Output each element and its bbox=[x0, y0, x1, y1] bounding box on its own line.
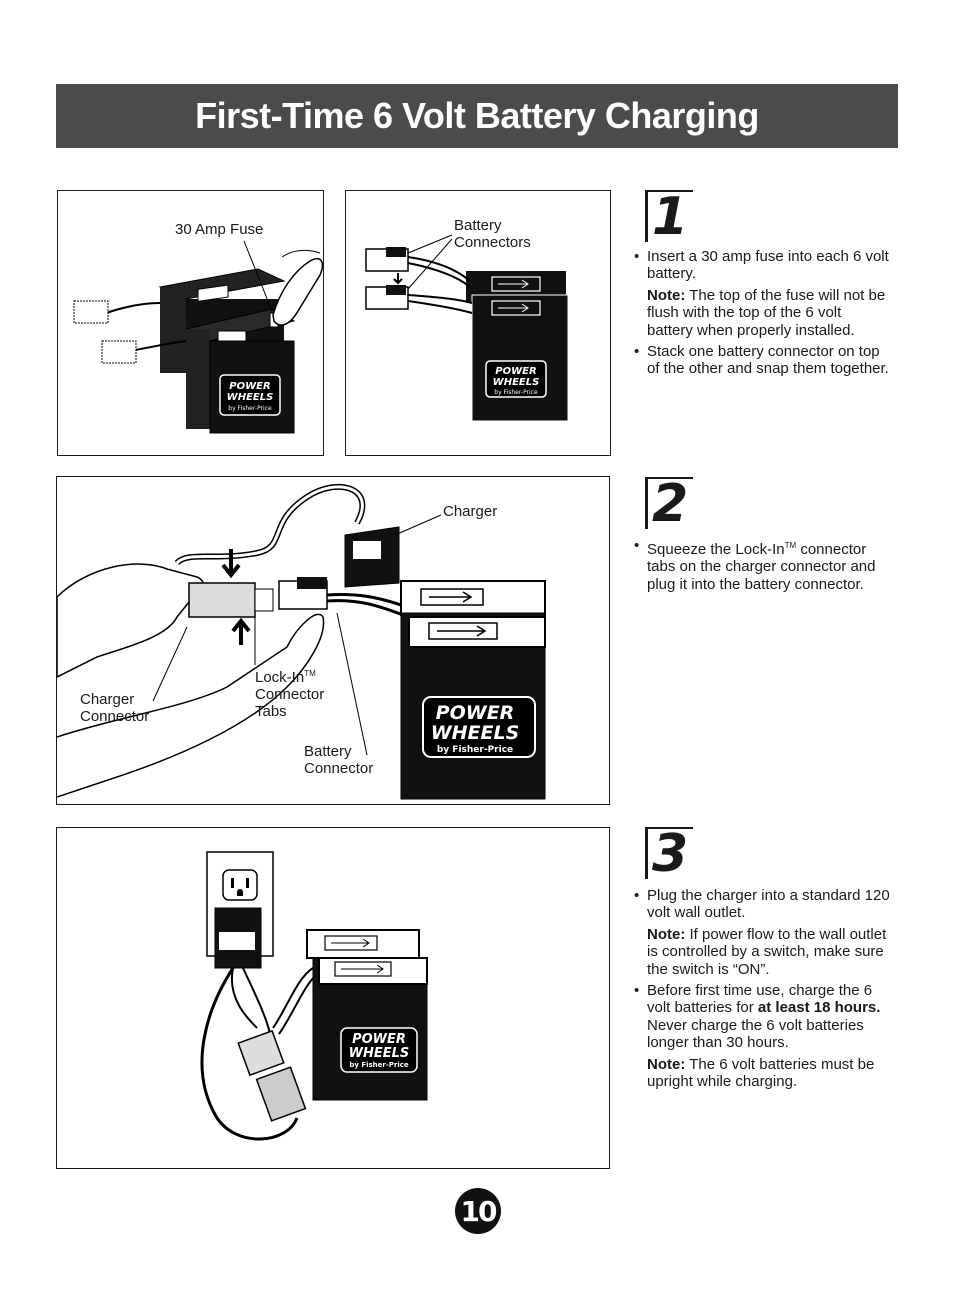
callout-line: Battery bbox=[454, 217, 502, 234]
lockin-tabs-callout: Lock-InTM Connector Tabs bbox=[255, 665, 324, 720]
page-title: First-Time 6 Volt Battery Charging bbox=[195, 95, 759, 136]
note-label: Note: bbox=[647, 1055, 686, 1073]
logo-fisher-text: by Fisher-Price bbox=[349, 1061, 409, 1069]
callout-line: Connectors bbox=[454, 234, 531, 251]
logo-wheels-text: WHEELS bbox=[493, 377, 540, 388]
callout-line: Connector bbox=[255, 686, 325, 703]
logo-fisher-text: by Fisher-Price bbox=[437, 745, 513, 755]
illustration-wall-outlet-charging: POWER WHEELS by Fisher-Price bbox=[56, 827, 610, 1169]
step-number-2: 2 bbox=[645, 475, 693, 533]
callout-text: Lock-In bbox=[255, 669, 305, 686]
logo-fisher-text: by Fisher-Price bbox=[494, 389, 538, 396]
battery-connector-callout: Battery Connector bbox=[304, 743, 373, 777]
charger-connector-callout: Charger Connector bbox=[80, 691, 149, 725]
note-item: Note: The top of the fuse will not be fl… bbox=[632, 287, 890, 339]
step-number-text: 2 bbox=[652, 474, 689, 534]
bullet-text: Before first time use, charge the 6 volt… bbox=[647, 982, 873, 1017]
step-3-instructions: Plug the charger into a standard 120 vol… bbox=[632, 887, 890, 1094]
callout-line: Tabs bbox=[255, 703, 287, 720]
step-2-instructions: Squeeze the Lock-InTM connector tabs on … bbox=[632, 537, 890, 597]
charger-callout: Charger bbox=[443, 503, 498, 520]
bullet-item: Insert a 30 amp fuse into each 6 volt ba… bbox=[632, 248, 890, 283]
logo-wheels-text: WHEELS bbox=[431, 722, 520, 744]
logo-wheels-text: WHEELS bbox=[349, 1046, 410, 1061]
logo-power-text: POWER bbox=[436, 702, 515, 724]
logo-power-text: POWER bbox=[229, 381, 270, 392]
bullet-item: Stack one battery connector on top of th… bbox=[632, 343, 890, 378]
note-item: Note: If power flow to the wall outlet i… bbox=[632, 926, 890, 978]
note-text: The 6 volt batteries must be upright whi… bbox=[647, 1055, 875, 1091]
note-label: Note: bbox=[647, 286, 686, 304]
note-text: The top of the fuse will not be flush wi… bbox=[647, 286, 886, 339]
trademark-mark: TM bbox=[304, 669, 316, 678]
battery-fuse-drawing: POWER WHEELS by Fisher-Price bbox=[73, 240, 323, 434]
battery-connectors-drawing: POWER WHEELS by Fisher-Price bbox=[365, 234, 569, 422]
note-label: Note: bbox=[647, 925, 686, 943]
logo-wheels-text: WHEELS bbox=[227, 392, 274, 403]
note-text: If power flow to the wall outlet is cont… bbox=[647, 925, 887, 978]
illustration-fuse-insertion: POWER WHEELS by Fisher-Price 30 Amp Fuse bbox=[57, 190, 324, 456]
bullet-item: Before first time use, charge the 6 volt… bbox=[632, 982, 890, 1052]
illustration-charger-connection: POWER WHEELS by Fisher-Price Charger Cha… bbox=[56, 476, 610, 805]
callout-line: Connector bbox=[80, 708, 150, 725]
logo-fisher-text: by Fisher-Price bbox=[228, 405, 272, 412]
bullet-text: Squeeze the Lock-In bbox=[647, 541, 785, 558]
fuse-callout: 30 Amp Fuse bbox=[175, 221, 264, 238]
callout-line: Charger bbox=[80, 691, 135, 708]
page-number: 10 bbox=[460, 1194, 498, 1228]
bullet-bold-text: at least 18 hours. bbox=[757, 999, 881, 1017]
note-item: Note: The 6 volt batteries must be uprig… bbox=[632, 1056, 890, 1091]
callout-line: Battery bbox=[304, 743, 352, 760]
page-number-badge: 10 bbox=[455, 1188, 501, 1234]
step-number-text: 1 bbox=[652, 187, 689, 247]
callout-line: Lock-InTM bbox=[255, 665, 324, 686]
step-1-instructions: Insert a 30 amp fuse into each 6 volt ba… bbox=[632, 248, 890, 382]
title-bar: First-Time 6 Volt Battery Charging bbox=[56, 84, 898, 148]
charger-connection-drawing: POWER WHEELS by Fisher-Price bbox=[57, 483, 546, 800]
bullet-item: Squeeze the Lock-InTM connector tabs on … bbox=[632, 537, 890, 593]
trademark-mark: TM bbox=[784, 541, 797, 550]
step-number-1: 1 bbox=[645, 188, 693, 246]
callout-line: Connector bbox=[304, 760, 374, 777]
bullet-text: connector tabs on the charger connector … bbox=[647, 541, 876, 593]
step-number-text: 3 bbox=[652, 824, 689, 884]
logo-power-text: POWER bbox=[495, 366, 536, 377]
bullet-text: Never charge the 6 volt batteries longer… bbox=[647, 1016, 864, 1052]
step-number-3: 3 bbox=[645, 825, 693, 883]
battery-connectors-callout: Battery Connectors bbox=[454, 217, 531, 251]
illustration-battery-connectors: POWER WHEELS by Fisher-Price Battery Con… bbox=[345, 190, 611, 456]
logo-power-text: POWER bbox=[352, 1032, 406, 1047]
outlet-charging-drawing: POWER WHEELS by Fisher-Price bbox=[200, 851, 428, 1141]
bullet-item: Plug the charger into a standard 120 vol… bbox=[632, 887, 890, 922]
